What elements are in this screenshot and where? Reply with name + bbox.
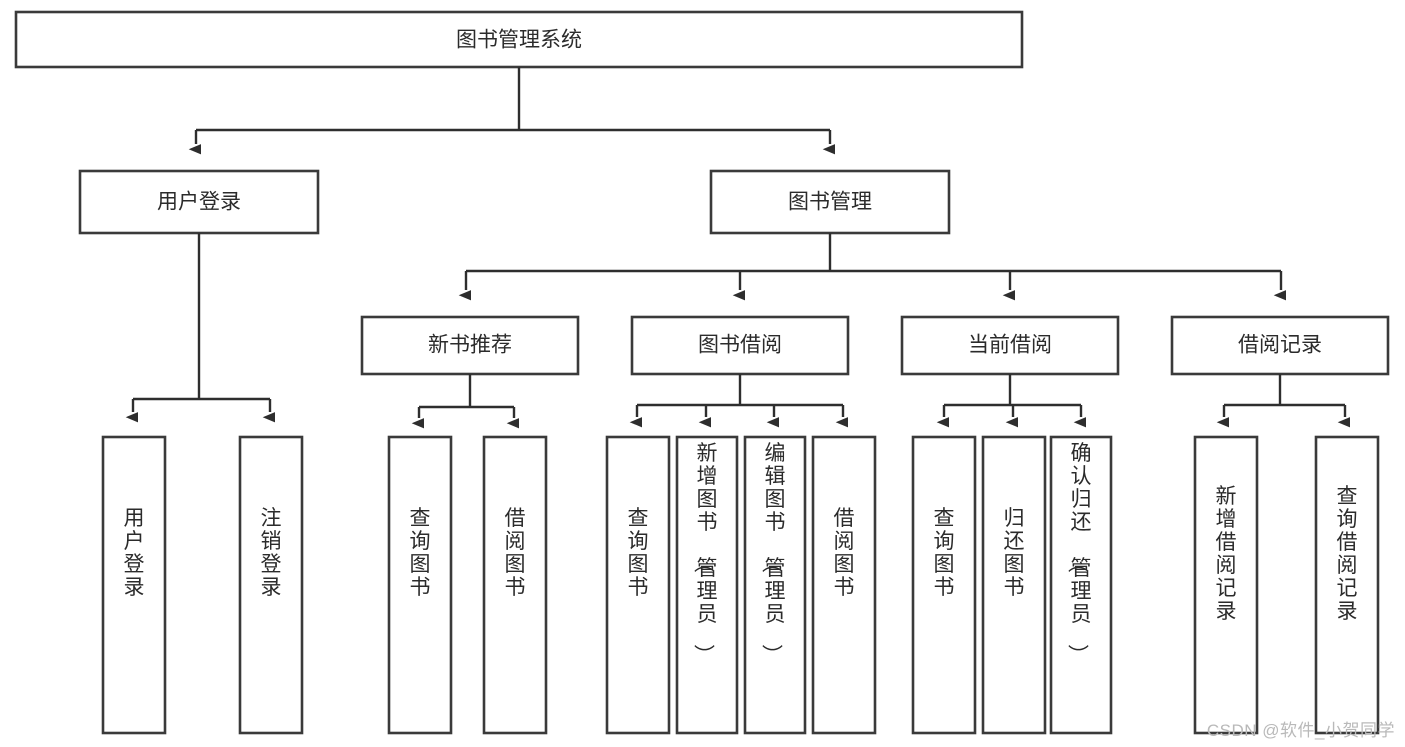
leaf-label: 确认归还（管理员）: [1066, 442, 1092, 665]
leaf-label: 注销登录: [261, 507, 282, 599]
leaf-box: [238, 435, 304, 735]
leaf-add-borrow-record[interactable]: 新增借阅记录: [1193, 435, 1259, 735]
leaf-user-login[interactable]: 用户登录: [101, 435, 167, 735]
leaf-box: [605, 435, 671, 735]
leaf-label: 借阅图书: [834, 507, 855, 599]
node-current-borrow[interactable]: 当前借阅: [900, 315, 1120, 376]
leaf-borrow-book[interactable]: 借阅图书: [811, 435, 877, 735]
leaf-edit-book-admin[interactable]: 编辑图书（管理员）: [743, 435, 807, 735]
node-new-book-recommend[interactable]: 新书推荐: [360, 315, 580, 376]
node-user-login[interactable]: 用户登录: [78, 169, 320, 235]
leaf-box: [482, 435, 548, 735]
leaf-box: [1049, 435, 1113, 735]
leaf-confirm-return-admin[interactable]: 确认归还（管理员）: [1049, 435, 1113, 735]
leaf-box: [101, 435, 167, 735]
leaf-box: [387, 435, 453, 735]
leaf-box: [743, 435, 807, 735]
connector-current-borrow-to-leaves: [936, 374, 1087, 428]
leaf-label: 查询借阅记录: [1337, 485, 1358, 623]
leaf-query-book-recommend[interactable]: 查询图书: [387, 435, 453, 735]
current-borrow-label: 当前借阅: [968, 334, 1052, 357]
book-manage-label: 图书管理: [788, 191, 872, 214]
current-borrow-box: [900, 315, 1120, 376]
leaf-label: 归还图书: [1004, 507, 1025, 599]
leaf-label: 新增图书（管理员）: [692, 442, 718, 665]
leaf-label: 查询图书: [934, 507, 955, 599]
node-book-manage[interactable]: 图书管理: [709, 169, 951, 235]
root-label: 图书管理系统: [456, 29, 582, 52]
leaf-query-borrow-record[interactable]: 查询借阅记录: [1314, 435, 1380, 735]
node-root[interactable]: 图书管理系统: [14, 10, 1024, 69]
leaf-label: 编辑图书（管理员）: [760, 442, 786, 665]
leaf-label: 借阅图书: [505, 507, 526, 599]
leaf-query-book-borrow[interactable]: 查询图书: [605, 435, 671, 735]
leaf-logout[interactable]: 注销登录: [238, 435, 304, 735]
connector-root-to-level2: [188, 67, 836, 155]
leaf-box: [1314, 435, 1380, 735]
leaf-box: [911, 435, 977, 735]
leaf-add-book-admin[interactable]: 新增图书（管理员）: [675, 435, 739, 735]
borrow-record-label: 借阅记录: [1238, 334, 1322, 357]
book-borrow-box: [630, 315, 850, 376]
leaf-box: [811, 435, 877, 735]
connector-user-login-to-leaves: [125, 233, 276, 423]
leaf-label: 查询图书: [410, 507, 431, 599]
connector-book-manage-to-level3: [458, 233, 1287, 301]
user-login-label: 用户登录: [157, 191, 241, 214]
leaf-return-book[interactable]: 归还图书: [981, 435, 1047, 735]
connector-book-borrow-to-leaves: [629, 374, 849, 428]
leaf-box: [981, 435, 1047, 735]
connector-new-book-to-leaves: [411, 374, 520, 429]
leaf-borrow-book-recommend[interactable]: 借阅图书: [482, 435, 548, 735]
leaf-label: 新增借阅记录: [1216, 485, 1237, 623]
node-borrow-record[interactable]: 借阅记录: [1170, 315, 1390, 376]
book-manage-box: [709, 169, 951, 235]
leaf-label: 用户登录: [124, 507, 145, 599]
leaf-box: [675, 435, 739, 735]
connector-borrow-record-to-leaves: [1216, 374, 1351, 428]
node-book-borrow[interactable]: 图书借阅: [630, 315, 850, 376]
new-book-recommend-label: 新书推荐: [428, 334, 512, 357]
borrow-record-box: [1170, 315, 1390, 376]
new-book-recommend-box: [360, 315, 580, 376]
book-borrow-label: 图书借阅: [698, 334, 782, 357]
root-box: [14, 10, 1024, 69]
leaf-query-book-current[interactable]: 查询图书: [911, 435, 977, 735]
leaf-label: 查询图书: [628, 507, 649, 599]
leaf-box: [1193, 435, 1259, 735]
